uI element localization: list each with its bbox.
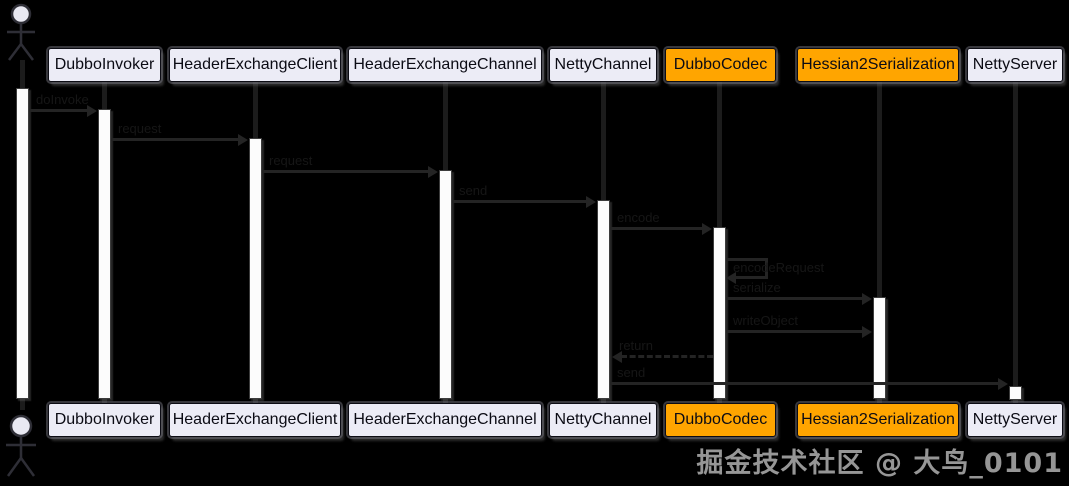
participant-label: DubboInvoker [54,411,155,428]
participant-top-nettyserver: NettyServer [967,48,1063,82]
activation-headerexchangeclient [249,138,262,399]
participant-label: HeaderExchangeChannel [353,56,537,73]
message-encoderequest-6-label: encodeRequest [733,260,825,275]
message-encode-5 [610,227,702,230]
participant-label: NettyChannel [554,56,652,73]
participant-bottom-headerexchangechannel: HeaderExchangeChannel [348,403,542,437]
message-writeobject-8 [726,330,862,333]
message-encode-5-arrowhead [702,223,712,235]
participant-label: HeaderExchangeClient [172,56,338,73]
message-return-9-label: return [619,338,653,353]
activation-nettychannel [597,200,610,399]
message-request-2-arrowhead [238,134,248,146]
participant-label: Hessian2Serialization [801,56,955,73]
participant-bottom-nettyserver: NettyServer [967,403,1063,437]
actor-top-icon [7,3,35,61]
watermark: 掘金技术社区 @ 大鸟_0101 [696,448,1063,479]
participant-bottom-headerexchangeclient: HeaderExchangeClient [169,403,341,437]
participant-top-headerexchangechannel: HeaderExchangeChannel [348,48,542,82]
message-encoderequest-6-top [726,258,768,261]
message-request-2-label: request [118,121,162,136]
participant-label: DubboCodec [673,56,768,73]
activation-nettyserver [1009,386,1022,400]
participant-top-dubboinvoker: DubboInvoker [48,48,161,82]
message-send-10 [610,382,998,385]
activation-hessian2serialization [873,297,886,399]
message-send-4-label: send [459,183,488,198]
participant-bottom-dubbocodec: DubboCodec [665,403,776,437]
message-send-10-label: send [617,365,646,380]
participant-label: HeaderExchangeClient [172,411,338,428]
participant-top-dubbocodec: DubboCodec [665,48,776,82]
message-doinvoke-1-arrowhead [87,105,97,117]
message-writeobject-8-arrowhead [862,326,872,338]
participant-bottom-dubboinvoker: DubboInvoker [48,403,161,437]
message-encoderequest-6-bottom [735,276,768,279]
participant-label: NettyServer [972,411,1058,428]
participant-label: DubboInvoker [54,56,155,73]
participant-top-nettychannel: NettyChannel [549,48,657,82]
message-encoderequest-6-arrowhead [726,272,736,284]
message-send-10-arrowhead [998,378,1008,390]
message-doinvoke-1-label: doInvoke [36,92,89,107]
participant-label: DubboCodec [673,411,768,428]
activation-actor [16,88,29,399]
participant-bottom-hessian2serialization: Hessian2Serialization [797,403,959,437]
activation-headerexchangechannel [439,170,452,399]
lifeline-hessian2serialization [877,82,882,403]
lifeline-nettyserver [1013,82,1018,403]
message-writeobject-8-label: writeObject [733,313,799,328]
participant-label: HeaderExchangeChannel [353,411,537,428]
message-encode-5-label: encode [617,210,660,225]
message-encoderequest-6-side [765,258,768,276]
participant-top-hessian2serialization: Hessian2Serialization [797,48,959,82]
message-doinvoke-1 [29,109,87,112]
activation-dubbocodec [713,227,726,399]
participant-top-headerexchangeclient: HeaderExchangeClient [169,48,341,82]
message-return-9-arrowhead [612,351,622,363]
message-return-9 [621,355,713,358]
message-request-3-arrowhead [428,166,438,178]
message-serialize-7 [726,297,862,300]
participant-label: NettyServer [972,56,1058,73]
message-send-4 [452,200,586,203]
message-send-4-arrowhead [586,196,596,208]
participant-bottom-nettychannel: NettyChannel [549,403,657,437]
message-serialize-7-label: serialize [733,280,781,295]
participant-label: Hessian2Serialization [801,411,955,428]
message-request-3-label: request [269,153,313,168]
participant-label: NettyChannel [554,411,652,428]
message-request-3 [262,170,428,173]
message-serialize-7-arrowhead [862,293,872,305]
activation-dubboinvoker [98,109,111,399]
message-request-2 [111,138,238,141]
actor-bottom-icon [6,414,36,477]
